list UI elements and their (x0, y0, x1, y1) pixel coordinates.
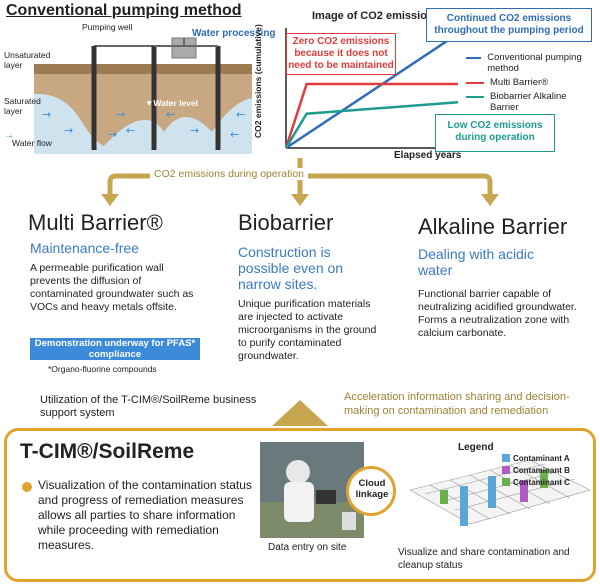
svg-text:→: → (116, 108, 125, 121)
data-entry-label: Data entry on site (268, 542, 347, 553)
cloud-linkage-label: Cloud linkage (355, 478, 389, 500)
contaminant-c-bar (540, 470, 548, 488)
biobarrier-subtitle: Construction is possible even on narrow … (238, 244, 344, 292)
alkaline-barrier-heading: Alkaline Barrier (418, 214, 568, 239)
contaminant-legend-item: Contaminant A (502, 452, 570, 464)
multi-barrier-body: A permeable purification wall prevents t… (30, 262, 194, 313)
tcim-title: T-CIM®/SoilReme (20, 440, 195, 463)
water-flow-arrows: →→← ←→← →←→ (42, 108, 245, 141)
contaminant-a-bar (488, 476, 496, 508)
tcim-panel (4, 428, 596, 582)
utilization-text: Utilization of the T-CIM®/SoilReme busin… (40, 394, 257, 419)
callout-continued-emissions: Continued CO2 emissions throughout the p… (426, 8, 592, 42)
series-line-0 (285, 32, 459, 150)
legend-label: Biobarrier Alkaline Barrier (490, 91, 567, 113)
legend-label: Multi Barrier® (490, 77, 549, 88)
legend-swatch (502, 466, 510, 474)
callout-low-emissions: Low CO2 emissions during operation (435, 114, 555, 152)
saturated-layer-label: Saturated layer (4, 96, 41, 116)
water-flow-arrow-icon: → (4, 130, 14, 141)
x-axis-label: Elapsed years (394, 150, 462, 161)
svg-text:←: ← (166, 108, 175, 121)
alkaline-barrier-subtitle: Dealing with acidic water (418, 246, 534, 278)
visualize-label: Visualize and share contamination and cl… (398, 547, 570, 571)
up-arrow-icon (272, 400, 328, 426)
chart-legend: Conventional pumping method Multi Barrie… (466, 52, 596, 113)
y-axis-label: CO2 emissions (cumulative) (253, 24, 263, 138)
section-title: Conventional pumping method (6, 2, 242, 19)
svg-text:←: ← (230, 128, 239, 141)
svg-text:→: → (42, 108, 51, 121)
svg-text:←: ← (126, 124, 135, 137)
series-line-2 (284, 101, 459, 149)
series-line-1 (284, 82, 458, 149)
contamination-3d-visual (409, 459, 591, 526)
biobarrier-heading: Biobarrier (238, 210, 334, 235)
svg-text:←: ← (236, 108, 245, 121)
acceleration-text: Acceleration information sharing and dec… (344, 391, 570, 417)
water-flow-label: Water flow (12, 138, 52, 148)
contaminant-b-bar (520, 480, 528, 502)
pumping-well-label: Pumping well (82, 22, 133, 32)
contaminant-legend: Contaminant A Contaminant B Contaminant … (502, 452, 570, 488)
water-level-label: ▼Water level (145, 98, 198, 108)
svg-text:→: → (108, 128, 117, 141)
legend-label: Contaminant C (513, 477, 570, 487)
legend-swatch (466, 96, 484, 98)
arrow-head (481, 194, 499, 206)
legend-swatch (466, 57, 482, 59)
legend-item-multi-barrier: Multi Barrier® (466, 77, 596, 88)
saturated-zone-left (34, 93, 104, 154)
legend-swatch (466, 82, 484, 84)
biobarrier-body: Unique purification materials are inject… (238, 298, 377, 362)
multi-barrier-heading: Multi Barrier® (28, 210, 163, 235)
pumping-well-diagram: →→← ←→← →←→ (34, 37, 252, 154)
alkaline-barrier-body: Functional barrier capable of neutralizi… (418, 288, 577, 339)
contaminant-c-bar (440, 490, 448, 504)
water-processing-label: Water processing (192, 28, 276, 39)
flow-arrows (101, 158, 499, 206)
legend-swatch (502, 454, 510, 462)
arrow-head (291, 194, 309, 206)
legend-item-bio-alkaline: Biobarrier Alkaline Barrier (466, 91, 596, 113)
legend-swatch (502, 478, 510, 486)
tcim-bullet: Visualization of the contamination statu… (38, 478, 252, 552)
svg-text:→: → (64, 124, 73, 137)
multi-barrier-subtitle: Maintenance-free (30, 240, 139, 256)
co2-chart-title: Image of CO2 emissions (312, 10, 440, 22)
pfas-demo-badge: Demonstration underway for PFAS* complia… (30, 338, 200, 360)
bullet-dot-icon (22, 482, 32, 492)
callout-zero-emissions: Zero CO2 emissions because it does not n… (286, 33, 396, 75)
svg-text:→: → (190, 124, 199, 137)
unsaturated-layer-label: Unsaturated layer (4, 50, 51, 70)
footnote: *Organo-fluorine compounds (48, 364, 157, 374)
arrow-head (101, 194, 119, 206)
legend-label: Conventional pumping method (487, 52, 582, 74)
surface-layer (34, 64, 252, 74)
legend-item-conventional: Conventional pumping method (466, 52, 596, 74)
contaminant-legend-item: Contaminant C (502, 476, 570, 488)
legend-label: Contaminant A (513, 453, 570, 463)
saturated-zone-right (104, 98, 252, 154)
legend-label: Contaminant B (513, 465, 570, 475)
flow-label: CO2 emissions during operation (150, 168, 308, 180)
contaminant-legend-item: Contaminant B (502, 464, 570, 476)
contaminant-a-bar (460, 486, 468, 526)
cloud-linkage-icon (346, 466, 396, 516)
legend-title: Legend (458, 442, 494, 453)
